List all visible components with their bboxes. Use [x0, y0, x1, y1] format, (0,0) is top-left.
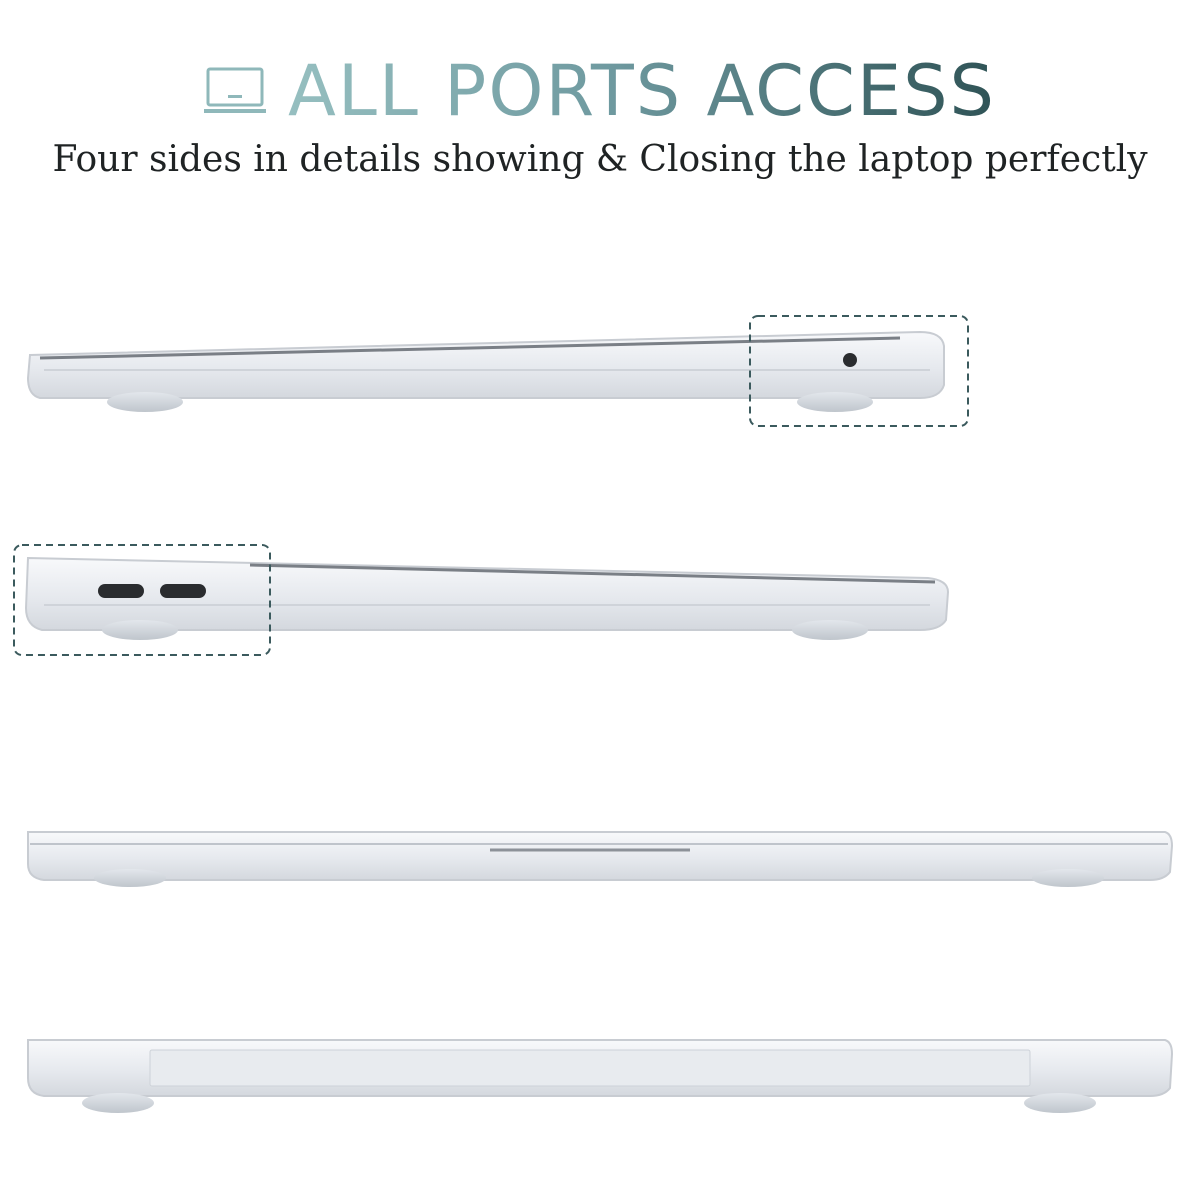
page-subtitle: Four sides in details showing & Closing …	[52, 139, 1148, 180]
page-title: ALL PORTS ACCESS	[288, 50, 996, 132]
header: ALL PORTS ACCESS Four sides in details s…	[0, 0, 1200, 210]
case-foot	[82, 1093, 154, 1113]
case-foot	[107, 392, 183, 412]
case-foot	[102, 620, 178, 640]
case-foot	[797, 392, 873, 412]
case-foot	[792, 620, 868, 640]
front-view	[27, 831, 1174, 887]
usb-c-port	[160, 584, 206, 598]
usb-c-port	[98, 584, 144, 598]
left-side-view	[13, 544, 950, 656]
case-foot	[1024, 1093, 1096, 1113]
back-view	[27, 1039, 1174, 1113]
case-foot	[94, 869, 166, 887]
product-photo	[0, 260, 1200, 1160]
port-highlight-box	[749, 315, 969, 427]
laptop-icon	[204, 67, 267, 113]
title-row: ALL PORTS ACCESS	[0, 48, 1200, 134]
port-highlight-box	[13, 544, 271, 656]
right-side-view	[26, 315, 969, 427]
hinge-cover	[149, 1049, 1031, 1087]
headphone-jack	[843, 353, 857, 367]
laptop-case-views	[13, 315, 1174, 1113]
case-foot	[1032, 869, 1104, 887]
